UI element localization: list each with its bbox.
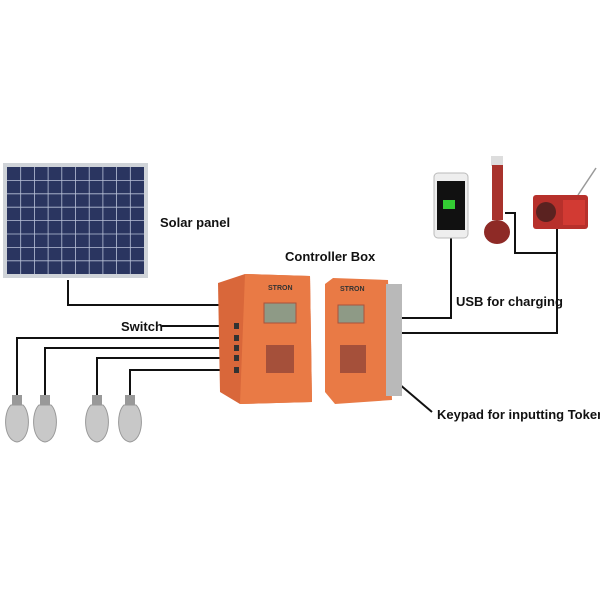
light-bulbs	[5, 395, 142, 443]
flashlight	[484, 156, 510, 244]
light-bulb	[85, 395, 109, 443]
label-switch: Switch	[121, 319, 163, 334]
light-bulb	[5, 395, 29, 443]
controller-box-right	[325, 278, 402, 404]
label-keypad: Keypad for inputting Token	[437, 407, 600, 422]
smartphone	[433, 172, 469, 239]
label-solar-panel: Solar panel	[160, 215, 231, 230]
brand-logo-right: STRON	[340, 286, 365, 293]
light-bulb	[33, 395, 57, 443]
label-controller-box: Controller Box	[285, 249, 376, 264]
solar-panel	[3, 163, 148, 278]
brand-logo-left: STRON	[268, 285, 293, 292]
wires	[16, 212, 558, 413]
label-usb-charging: USB for charging	[456, 294, 563, 309]
controller-box-left	[218, 274, 312, 404]
light-bulb	[118, 395, 142, 443]
radio	[533, 167, 597, 229]
